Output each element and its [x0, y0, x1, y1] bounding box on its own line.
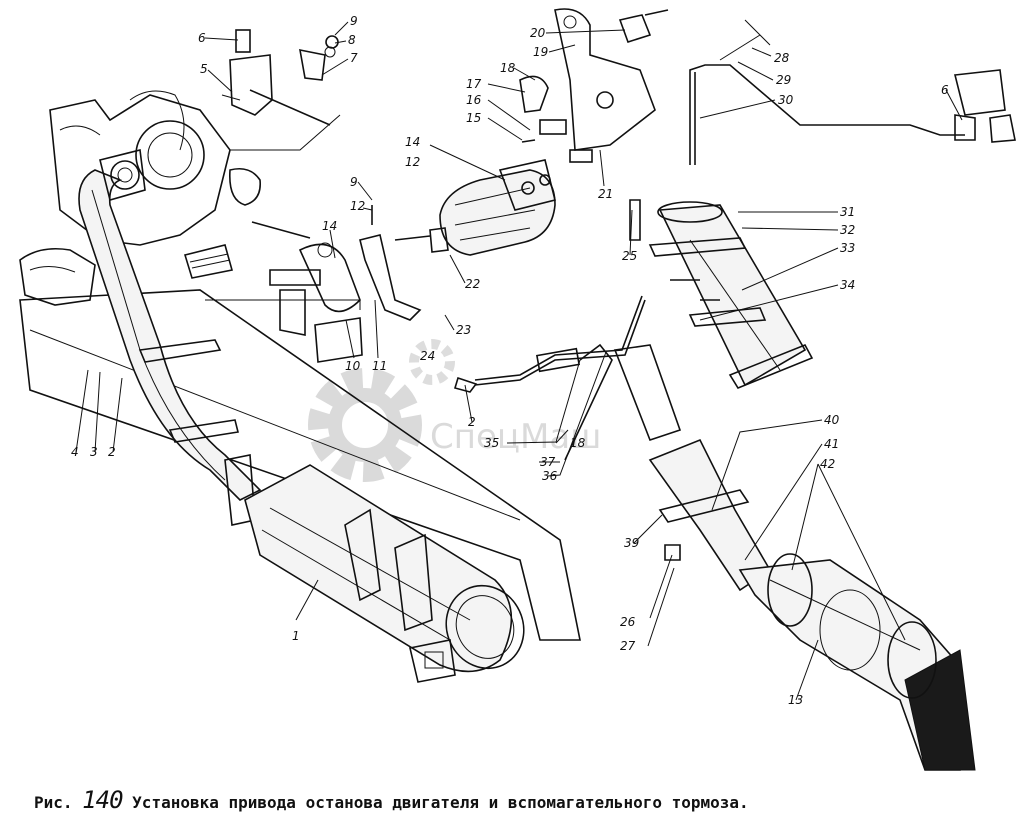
callout-12b: 12 — [350, 199, 365, 213]
callout-34: 34 — [840, 278, 855, 292]
callout-14: 14 — [405, 135, 420, 149]
caption-figure-number: 140 — [82, 786, 123, 814]
callout-28: 28 — [774, 51, 790, 65]
callout-23: 23 — [456, 323, 471, 337]
bracket-assembly — [221, 29, 339, 126]
callout-1: 1 — [292, 629, 300, 643]
callout-41: 41 — [824, 437, 839, 451]
callout-14b: 14 — [322, 219, 337, 233]
callout-5: 5 — [200, 62, 208, 76]
small-gear-watermark-icon — [409, 339, 455, 385]
callout-20: 20 — [530, 26, 546, 40]
callout-25: 25 — [622, 249, 637, 263]
callout-10: 10 — [345, 359, 361, 373]
watermark: СпецМаш — [308, 339, 601, 482]
callout-15: 15 — [466, 111, 481, 125]
callout-2b: 2 — [468, 415, 476, 429]
watermark-text: СпецМаш — [430, 417, 601, 457]
callout-13: 13 — [788, 693, 803, 707]
callout-40: 40 — [824, 413, 840, 427]
callout-2: 2 — [108, 445, 116, 459]
leader-lines — [75, 21, 963, 701]
callout-11: 11 — [372, 359, 387, 373]
callout-6b: 6 — [941, 83, 949, 97]
callout-9: 9 — [350, 14, 358, 28]
mounting-bracket — [554, 8, 669, 163]
callout-8: 8 — [348, 33, 356, 47]
callout-22: 22 — [465, 277, 480, 291]
callout-4: 4 — [71, 445, 79, 459]
brake-flap-housing — [629, 199, 814, 389]
engine-block — [19, 90, 262, 306]
callout-16: 16 — [466, 93, 482, 107]
control-lever — [251, 205, 422, 363]
callout-21: 21 — [598, 187, 613, 201]
muffler — [244, 464, 525, 683]
callout-18: 18 — [500, 61, 516, 75]
caption-text: Установка привода останова двигателя и в… — [132, 793, 749, 812]
callout-labels: 1 2 2 3 4 5 6 6 7 8 9 9 10 11 12 12 13 1… — [71, 14, 949, 707]
callout-27: 27 — [620, 639, 636, 653]
callout-26: 26 — [620, 615, 636, 629]
callout-36: 36 — [542, 469, 558, 483]
callout-17: 17 — [466, 77, 482, 91]
exhaust-pipe-rear — [648, 438, 976, 771]
callout-29: 29 — [776, 73, 791, 87]
control-cable — [689, 19, 1016, 165]
callout-37: 37 — [540, 455, 556, 469]
callout-39: 39 — [624, 536, 639, 550]
callout-35: 35 — [484, 436, 499, 450]
callout-24: 24 — [420, 349, 435, 363]
caption-prefix: Рис. — [34, 793, 73, 812]
callout-19: 19 — [533, 45, 548, 59]
callout-32: 32 — [840, 223, 855, 237]
callout-3: 3 — [90, 445, 98, 459]
callout-6: 6 — [198, 31, 206, 45]
callout-30: 30 — [778, 93, 794, 107]
callout-9b: 9 — [350, 175, 358, 189]
figure-caption: Рис. 140 Установка привода останова двиг… — [34, 786, 749, 814]
brake-cylinder — [394, 75, 567, 256]
callout-42: 42 — [820, 457, 835, 471]
callout-12: 12 — [405, 155, 420, 169]
callout-18b: 18 — [570, 436, 586, 450]
gear-watermark-icon — [308, 368, 422, 482]
callout-7: 7 — [350, 51, 358, 65]
callout-33: 33 — [840, 241, 855, 255]
callout-31: 31 — [840, 205, 855, 219]
exhaust-pipe — [78, 149, 262, 501]
